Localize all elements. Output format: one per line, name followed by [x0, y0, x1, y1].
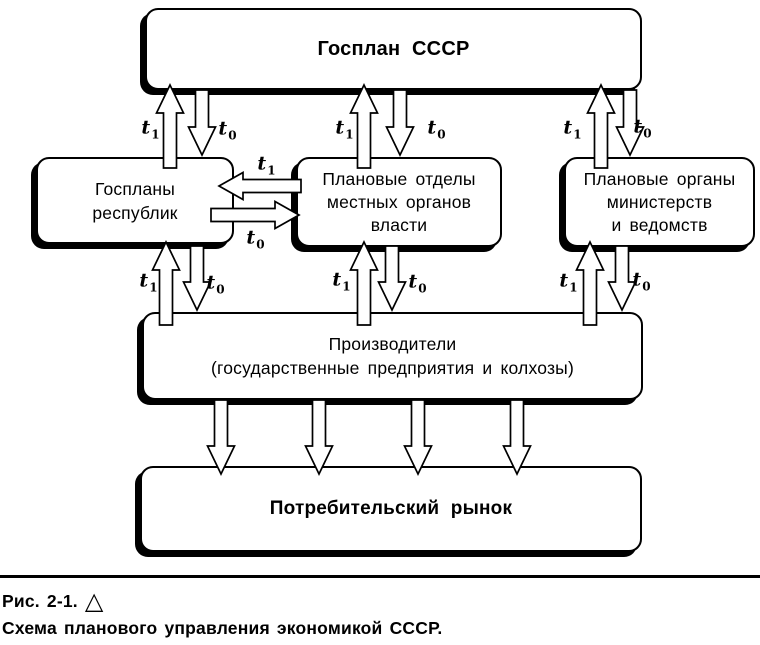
caption-title: Схема планового управления экономикой СС… [2, 618, 443, 638]
box-republics-line2: республик [92, 202, 178, 223]
box-ministries-line1: Плановые органы [583, 168, 736, 189]
arrow-up-ministries-to-gosplan-icon [586, 83, 616, 169]
t1-label: t1 [139, 269, 158, 295]
t0-label: t0 [632, 268, 651, 294]
arrow-down-gosplan-to-local-icon [385, 89, 415, 157]
box-republics-line1: Госпланы [94, 178, 176, 199]
box-market-label: Потребительский рынок [269, 498, 513, 519]
arrow-producers-to-market-4-icon [502, 399, 532, 476]
box-republic-gosplans: Госпланы республик [36, 157, 234, 244]
t0-label: t0 [218, 117, 237, 143]
t0-label: t0 [246, 226, 265, 252]
triangle-marker-icon: △ [84, 588, 104, 615]
box-ministries-line3: и ведомств [611, 214, 708, 235]
t0-label: t0 [206, 271, 225, 297]
box-gosplan-ussr: Госплан СССР [145, 8, 642, 90]
box-producers-line2: (государственные предприятия и колхозы) [211, 358, 574, 378]
t1-label: t1 [335, 116, 354, 142]
t1-label: t1 [257, 152, 276, 178]
caption-figure-line: Рис. 2-1. △ [2, 586, 442, 615]
box-local-line1: Плановые отделы [322, 168, 476, 189]
box-ministries-line2: министерств [606, 191, 713, 212]
arrow-down-gosplan-to-republics-icon [187, 89, 217, 157]
caption-figure-ref: Рис. 2-1. [2, 591, 78, 611]
box-producers-line1: Производители [328, 334, 457, 354]
t1-label: t1 [141, 116, 160, 142]
box-ministry-planning-bodies: Плановые органы министерств и ведомств [564, 157, 755, 247]
arrow-down-local-to-producers-icon [377, 245, 407, 312]
t0-label: t0 [633, 115, 652, 141]
figure-caption: Рис. 2-1. △ Схема планового управления эк… [2, 586, 442, 642]
arrow-up-local-to-gosplan-icon [349, 83, 379, 169]
box-consumer-market: Потребительский рынок [140, 466, 642, 552]
arrow-producers-to-market-2-icon [304, 399, 334, 476]
box-local-line2: местных органов [326, 191, 472, 212]
t0-label: t0 [408, 270, 427, 296]
caption-divider [0, 575, 760, 578]
box-gosplan-label: Госплан СССР [317, 37, 470, 60]
arrow-producers-to-market-1-icon [206, 399, 236, 476]
arrow-up-republics-to-gosplan-icon [155, 83, 185, 169]
box-local-line3: власти [370, 214, 428, 235]
arrow-producers-to-market-3-icon [403, 399, 433, 476]
t1-label: t1 [559, 269, 578, 295]
t1-label: t1 [563, 116, 582, 142]
t0-label: t0 [427, 116, 446, 142]
box-local-planning-departments: Плановые отделы местных органов власти [296, 157, 502, 247]
t1-label: t1 [332, 268, 351, 294]
box-producers: Производители (государственные предприят… [142, 312, 643, 400]
